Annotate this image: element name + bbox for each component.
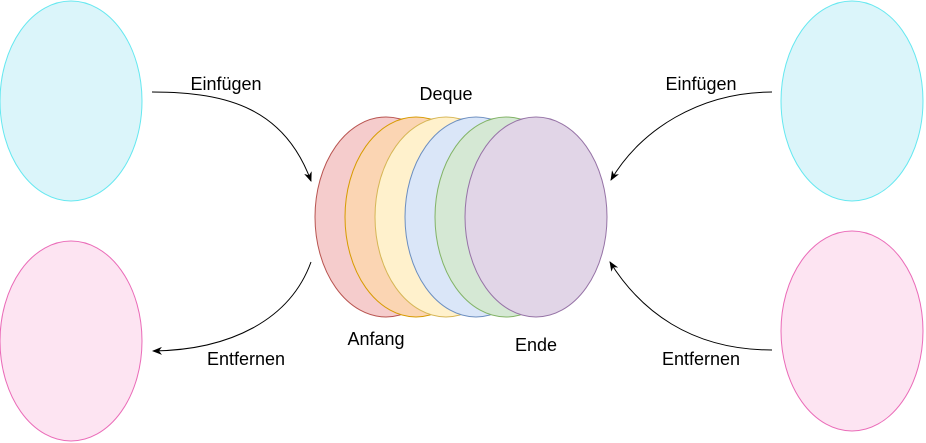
remove-right-arrow <box>609 261 773 351</box>
deque-title: Deque <box>419 84 472 104</box>
insert-left-label: Einfügen <box>190 74 261 94</box>
back-label: Ende <box>515 335 557 355</box>
deque-stack <box>314 116 608 318</box>
remove-left-node <box>0 240 143 442</box>
remove-left-label: Entfernen <box>207 349 285 369</box>
insert-left-node <box>0 0 143 202</box>
remove-left-arrow <box>152 261 312 355</box>
remove-right-node <box>780 230 924 432</box>
remove-right-label: Entfernen <box>662 349 740 369</box>
deque-element-6 <box>464 116 608 318</box>
insert-left-arrow <box>151 91 312 182</box>
insert-right-arrow <box>610 91 773 181</box>
front-label: Anfang <box>347 329 404 349</box>
insert-right-node <box>780 0 924 202</box>
insert-right-label: Einfügen <box>665 74 736 94</box>
